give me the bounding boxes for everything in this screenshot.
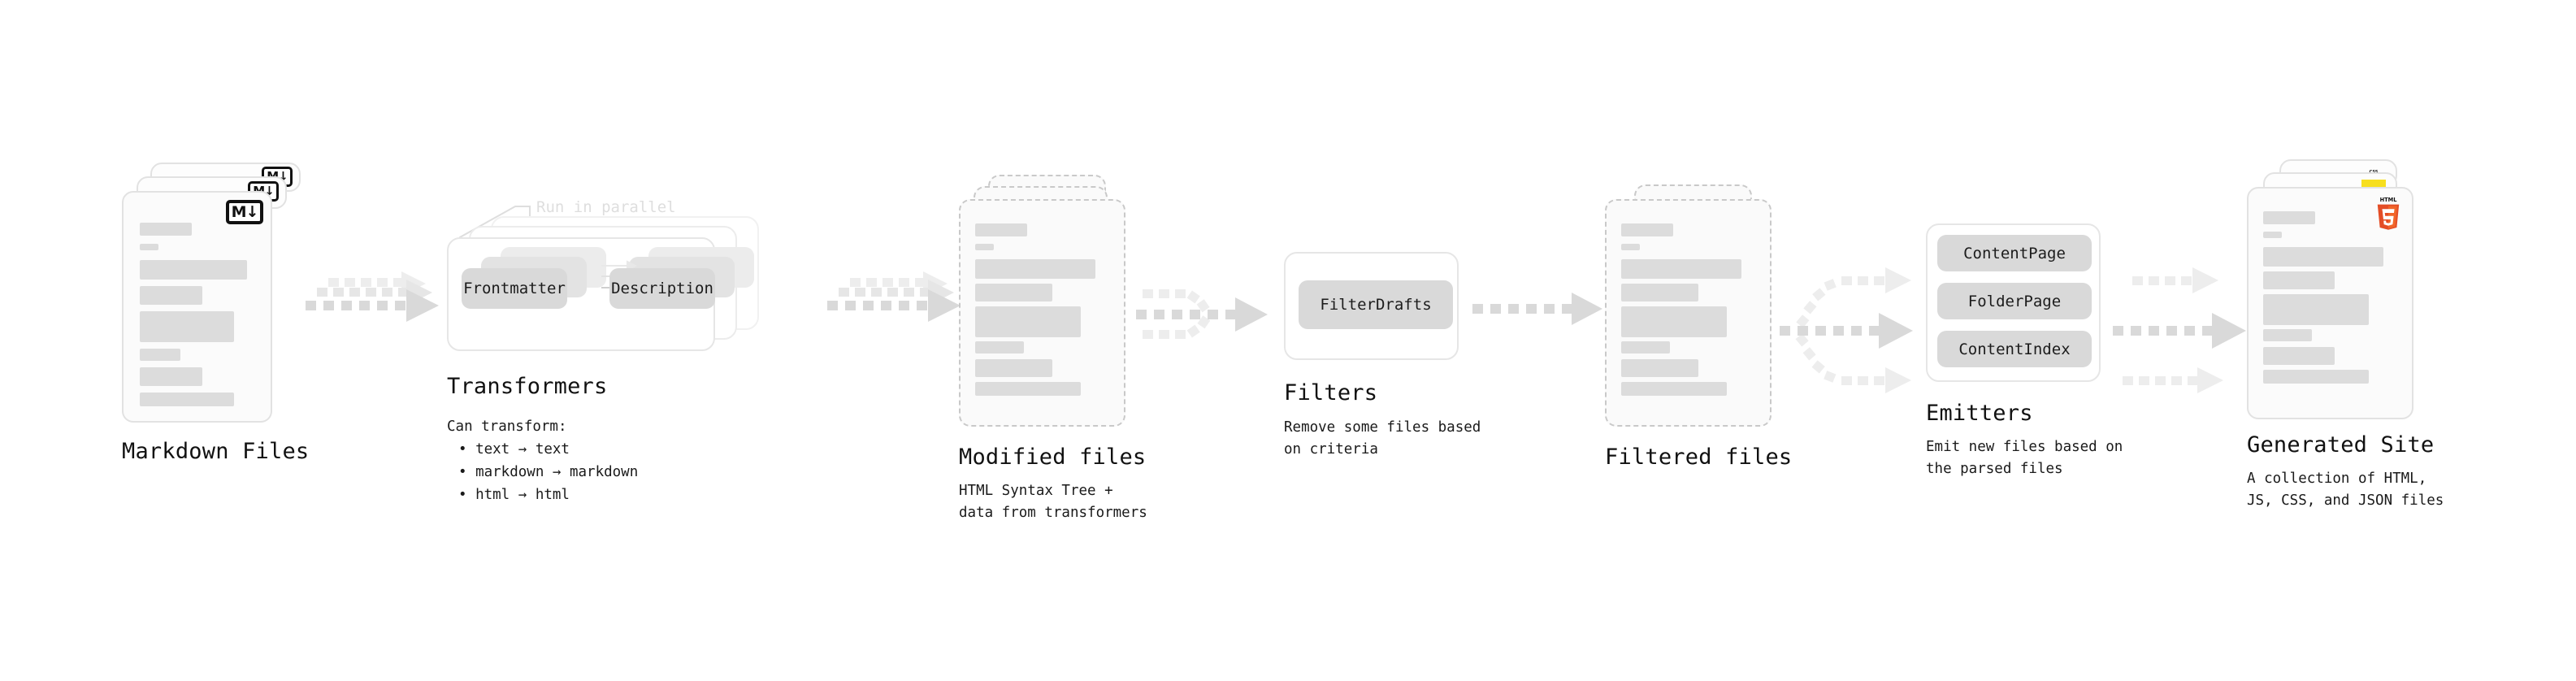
markdown-file-stack: M↓ M↓ M↓ [122,163,301,423]
modified-file-stack [959,175,1138,443]
transform-bullet-markdown: • markdown → markdown [458,464,639,480]
filters-pill-filterdrafts[interactable]: FilterDrafts [1299,280,1453,329]
svg-text:HTML: HTML [2380,197,2398,203]
filtered-card-front [1605,199,1772,427]
content-bar [2263,211,2315,224]
content-bar [140,260,247,280]
stage-modified-files: Modified files HTML Syntax Tree + data f… [959,175,1147,521]
connector-filtered-to-emitters [1780,267,1913,393]
connector-markdown-to-transformers [306,271,439,322]
html5-icon: HTML [2377,197,2400,230]
stage-subtitle-generated-site: A collection of HTML, JS, CSS, and JSON … [2247,471,2444,510]
generated-card-front: HTML [2247,187,2413,419]
content-bar [2263,329,2312,341]
content-bar [2263,247,2383,267]
stage-markdown-files: M↓ M↓ M↓ Markdown Files [122,163,309,464]
content-bar [1621,284,1698,301]
content-bar [2263,271,2335,289]
content-bar [1621,382,1727,396]
content-bar [2263,347,2335,365]
content-bar [1621,306,1727,337]
stage-subtitle-transformers: Can transform: [447,419,567,435]
emitters-pill-contentpage[interactable]: ContentPage [1937,235,2092,271]
emitters-pill-folderpage[interactable]: FolderPage [1937,283,2092,319]
content-bar [1621,244,1640,250]
connector-filters-to-filtered [1472,293,1602,325]
content-bar [140,393,234,406]
stage-title-filters: Filters [1284,380,1378,406]
modified-card-front [959,199,1125,427]
connector-emitters-to-site [2113,267,2246,393]
content-bar [1621,359,1698,377]
content-bar [975,223,1027,236]
emitters-pill-contentindex[interactable]: ContentIndex [1937,331,2092,367]
content-bar [140,286,202,305]
content-bar [975,341,1024,354]
content-bar [140,349,180,361]
connector-transformers-to-modified [827,271,961,322]
stage-title-modified-files: Modified files [959,445,1147,470]
content-bar [140,244,158,250]
content-bar [1621,341,1670,354]
content-bar [975,382,1081,396]
generated-site-file-stack: CSS HTML [2247,159,2442,427]
filtered-file-stack [1605,175,1784,443]
content-bar [2263,232,2282,238]
content-bar [140,223,192,236]
content-bar [2263,294,2369,325]
stage-title-transformers: Transformers [447,374,608,399]
transform-bullet-html: • html → html [458,487,570,503]
content-bar [975,284,1052,301]
content-bar [975,259,1095,279]
content-bar [975,244,994,250]
stage-subtitle-filters: Remove some files based on criteria [1284,419,1481,458]
content-bar [1621,259,1741,279]
content-bar [2263,370,2369,384]
stage-title-filtered-files: Filtered files [1605,445,1793,470]
stage-subtitle-modified-files: HTML Syntax Tree + data from transformer… [959,483,1147,522]
stage-title-markdown-files: Markdown Files [122,439,310,464]
stage-generated-site: CSS HTML [2247,159,2444,509]
run-in-parallel-note: Run in parallel [536,198,676,216]
stage-title-generated-site: Generated Site [2247,432,2435,458]
transformer-pill-frontmatter[interactable]: Frontmatter [462,268,567,309]
stage-title-emitters: Emitters [1926,401,2033,426]
content-bar [140,367,202,386]
stage-subtitle-emitters: Emit new files based on the parsed files [1926,439,2123,478]
content-bar [975,306,1081,337]
content-bar [975,359,1052,377]
markdown-card-front: M↓ [122,191,272,423]
transform-bullet-text: • text → text [458,441,570,458]
markdown-icon: M↓ [226,200,263,224]
transformer-pill-description[interactable]: Description [609,268,715,309]
connector-modified-to-filters [1136,289,1268,339]
stage-filtered-files: Filtered files [1605,175,1792,470]
content-bar [140,311,234,342]
content-bar [1621,223,1673,236]
